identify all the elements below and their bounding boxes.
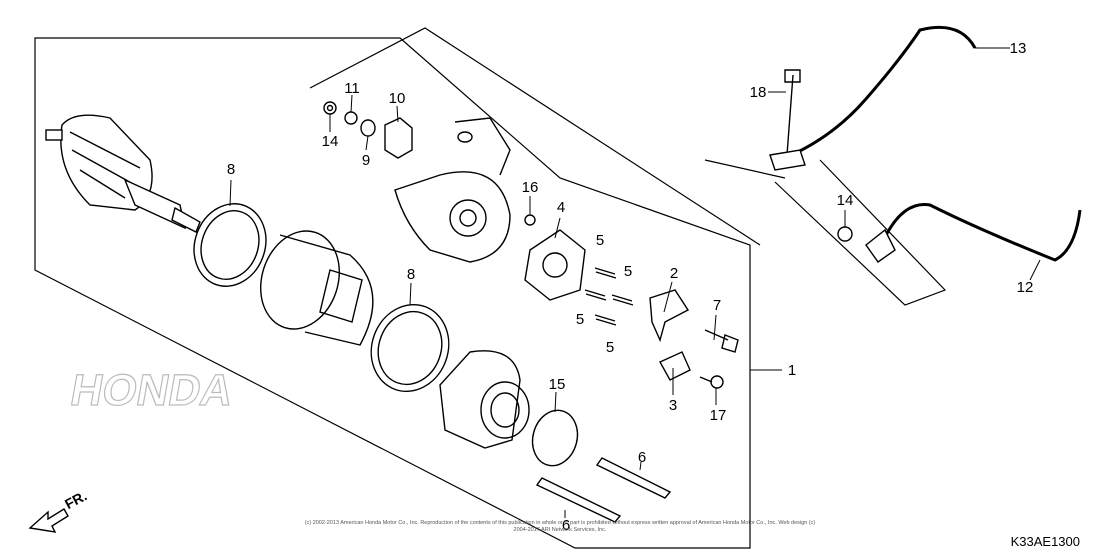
washer-11 [344, 111, 358, 125]
front-cover [439, 350, 530, 449]
bolt-18 [784, 69, 801, 156]
callout-3: 3 [669, 397, 677, 414]
long-bolt-6-lower [535, 477, 622, 523]
honda-watermark: HONDA [67, 366, 237, 415]
diagram-code: K33AE1300 [1010, 534, 1080, 549]
nut-14-right [837, 226, 853, 242]
brush-terminal-3 [659, 351, 691, 381]
callout-8: 8 [407, 266, 415, 283]
callout-4: 4 [557, 199, 565, 216]
o-ring-8-lower [370, 303, 450, 393]
callout-15: 15 [549, 376, 566, 393]
copyright-notice: (c) 2002-2013 American Honda Motor Co., … [304, 520, 816, 533]
callout-12: 12 [1017, 279, 1034, 296]
callout-14: 14 [837, 192, 854, 209]
callout-16: 16 [522, 179, 539, 196]
brush-terminal-2 [649, 289, 690, 343]
brush-group-outline [309, 27, 761, 246]
washer-16 [524, 214, 536, 226]
front-direction-arrow-icon [28, 508, 69, 533]
callout-14: 14 [322, 133, 339, 150]
armature [45, 114, 201, 233]
callout-7: 7 [713, 297, 721, 314]
callout-5: 5 [606, 339, 614, 356]
cable-12 [878, 203, 1082, 262]
nut-14-top [323, 101, 337, 115]
callout-5: 5 [624, 263, 632, 280]
long-bolt-6-upper [595, 457, 672, 499]
callout-11: 11 [344, 80, 360, 97]
callout-5: 5 [596, 232, 604, 249]
cable-group-outline [704, 159, 947, 306]
callout-2: 2 [670, 265, 678, 282]
assembly-outline [34, 37, 751, 549]
callout-8: 8 [227, 161, 235, 178]
cable-13 [779, 25, 977, 162]
o-ring-8-upper [193, 203, 267, 287]
rear-cover [394, 117, 511, 263]
o-ring-15 [531, 409, 579, 467]
callout-9: 9 [362, 152, 370, 169]
screw-17 [699, 375, 724, 389]
callout-5: 5 [576, 311, 584, 328]
brush-holder-4 [524, 229, 586, 301]
callout-17: 17 [710, 407, 727, 424]
springs-5 [584, 267, 634, 326]
callout-10: 10 [389, 90, 406, 107]
insulator-9 [360, 119, 376, 137]
callout-18: 18 [750, 84, 767, 101]
bolt-7 [704, 329, 739, 353]
callout-6: 6 [638, 449, 646, 466]
callout-13: 13 [1010, 40, 1027, 57]
yoke-housing [259, 230, 374, 346]
callout-1: 1 [788, 362, 796, 379]
bush-10 [384, 117, 413, 159]
callout-6: 6 [562, 517, 570, 534]
